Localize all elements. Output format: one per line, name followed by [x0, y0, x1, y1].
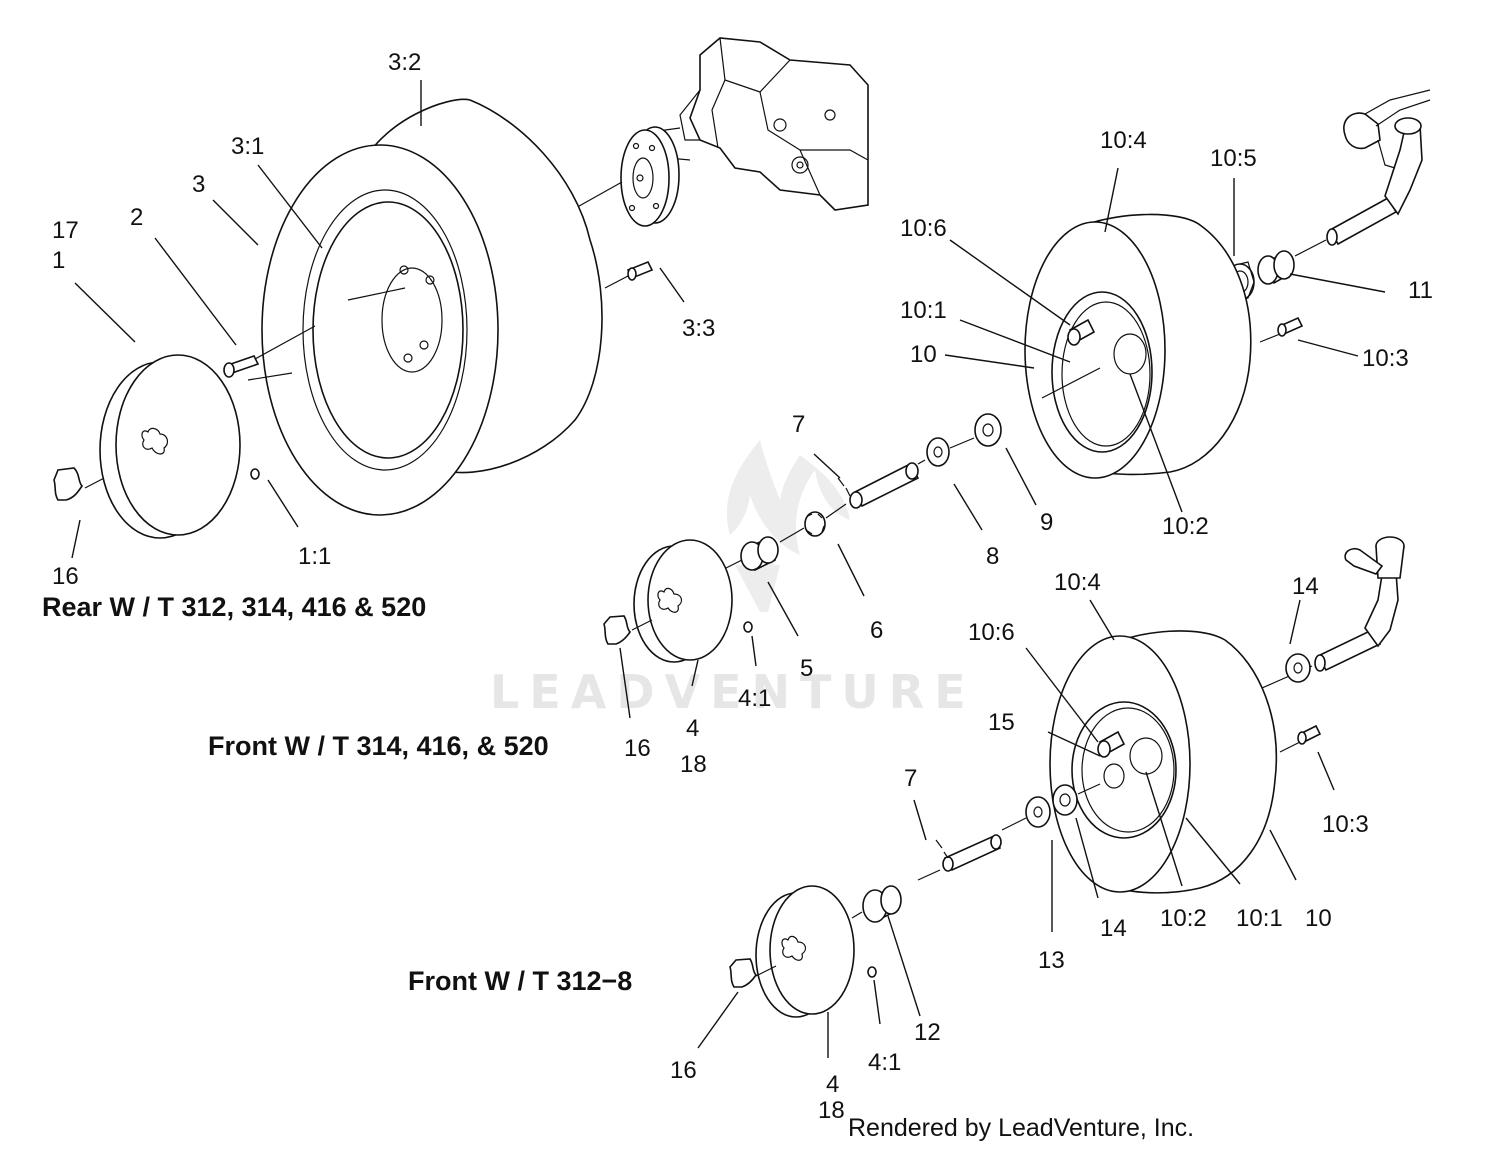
front-b-hub-callouts: 7 12 4:1 16 4 18	[670, 765, 941, 1124]
callout: 4:1	[868, 1049, 901, 1076]
callout: 10:4	[1054, 569, 1101, 596]
front-b-hubcap	[755, 885, 877, 1018]
callout: 10:6	[900, 215, 947, 242]
callout: 8	[986, 543, 999, 570]
transaxle-housing	[664, 37, 869, 211]
callout: 18	[680, 751, 707, 778]
callout: 17	[52, 217, 79, 244]
rear-bolt	[223, 355, 260, 378]
front-b-wheel-assembly	[1001, 536, 1405, 932]
rear-clip	[53, 467, 84, 501]
front-a-spindle	[1326, 89, 1431, 246]
callout: 4:1	[738, 685, 771, 712]
front-b-bushing-12	[862, 885, 902, 923]
front-a-tire	[1024, 213, 1252, 479]
callout: 14	[1292, 573, 1319, 600]
callout: 11	[1408, 277, 1433, 304]
callout: 16	[670, 1057, 697, 1084]
front-b-axle	[942, 834, 1002, 872]
rear-assembly	[53, 37, 869, 559]
callout: 1:1	[298, 543, 331, 570]
callout: 16	[624, 735, 651, 762]
callout: 10:4	[1100, 127, 1147, 154]
callout: 6	[870, 617, 883, 644]
front-b-valve-stem	[1297, 724, 1322, 745]
front-a-hub-assembly	[603, 413, 1037, 719]
caption-front-a: Front W / T 314, 416, & 520	[208, 731, 549, 761]
callout: 3	[192, 171, 205, 198]
front-a-clip	[603, 615, 632, 645]
front-a-bushing-5	[740, 536, 779, 572]
callout: 14	[1100, 915, 1127, 942]
callout: 10:2	[1162, 513, 1209, 540]
front-a-wheel-callouts: 10:4 10:5 10:6 11 10:1 10 10:3 10:2	[900, 127, 1433, 540]
callout: 10	[1305, 905, 1332, 932]
caption-rear: Rear W / T 312, 314, 416 & 520	[42, 592, 426, 622]
watermark: LEADVENTURE	[490, 440, 976, 719]
callout: 18	[818, 1097, 845, 1124]
callout: 5	[800, 655, 813, 682]
callout: 10:3	[1322, 811, 1369, 838]
callout: 3:2	[388, 49, 421, 76]
front-b-hub-assembly	[697, 799, 1002, 1058]
front-b-tire	[1049, 630, 1278, 894]
front-a-axle	[849, 462, 920, 509]
callout: 7	[792, 411, 805, 438]
watermark-text: LEADVENTURE	[490, 665, 976, 719]
front-a-cotter-pin	[837, 477, 851, 497]
callout: 9	[1040, 509, 1053, 536]
watermark-chevron-icon	[715, 560, 780, 612]
callout: 10:6	[968, 619, 1015, 646]
front-a-hub-callouts: 7 9 8 6 5 4:1 4 18 16	[624, 411, 1053, 778]
front-b-clip	[729, 958, 758, 988]
callout: 10:3	[1362, 345, 1409, 372]
front-b-cotter-pin	[935, 839, 949, 859]
caption-front-b: Front W / T 312−8	[408, 966, 632, 996]
callout: 2	[130, 204, 143, 231]
credit-text: Rendered by LeadVenture, Inc.	[848, 1114, 1194, 1142]
callout: 1	[52, 247, 65, 274]
front-a-bushing	[1257, 250, 1295, 285]
watermark-flame-icon	[726, 440, 850, 555]
front-a-washer-8	[926, 437, 950, 467]
callout: 10:2	[1160, 905, 1207, 932]
front-b-spindle	[1314, 536, 1405, 672]
front-a-spacer	[804, 511, 826, 537]
rear-tire	[261, 98, 603, 516]
front-a-washer-9	[974, 413, 1002, 447]
callout: 10:5	[1210, 145, 1257, 172]
callout: 10:1	[1236, 905, 1283, 932]
callout: 4	[686, 715, 699, 742]
callout: 13	[1038, 947, 1065, 974]
rear-valve-stem	[626, 260, 654, 281]
callout: 16	[52, 563, 79, 590]
callout: 3:3	[682, 315, 715, 342]
front-b-washer-14-top	[1285, 653, 1311, 683]
callout: 10:1	[900, 297, 947, 324]
callout: 12	[914, 1019, 941, 1046]
rear-callouts: 3:2 3:1 3 2 17 1 3:3 1:1 16	[52, 49, 715, 590]
callout: 4	[826, 1071, 839, 1098]
rear-hubcap	[99, 354, 260, 539]
callout: 3:1	[231, 133, 264, 160]
front-a-hubcap	[633, 539, 753, 663]
front-b-wheel-callouts: 10:4 14 10:6 15 10:3 10:2 10:1 10 14 13	[968, 569, 1369, 974]
front-a-wheel-assembly	[944, 89, 1431, 513]
rear-hub-flange	[620, 126, 680, 227]
front-b-washer-13	[1025, 796, 1051, 828]
front-a-valve-stem	[1277, 316, 1304, 337]
callout: 7	[904, 765, 917, 792]
front-b-washer-14	[1052, 784, 1078, 816]
callout: 15	[988, 709, 1015, 736]
callout: 10	[910, 341, 937, 368]
